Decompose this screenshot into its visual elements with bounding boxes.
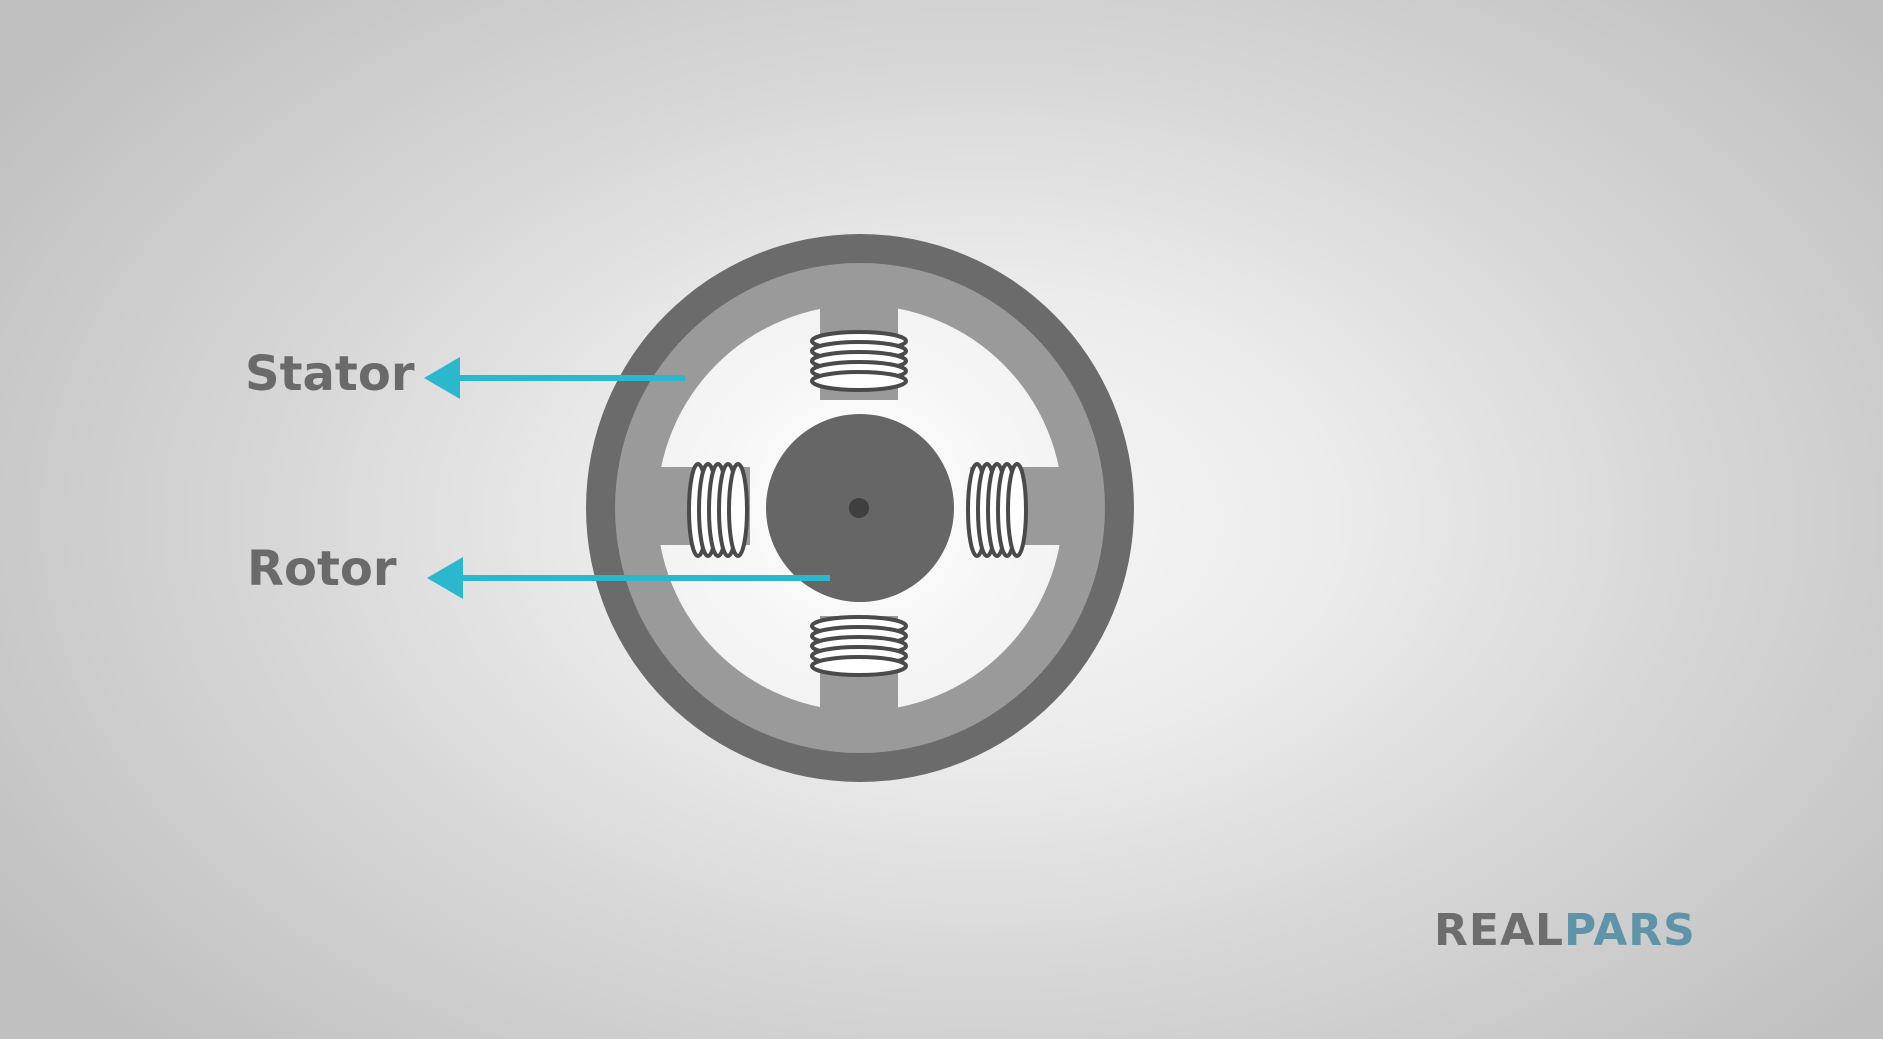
coil-right-turn — [1006, 462, 1028, 558]
realpars-logo: REALPARS — [1434, 909, 1696, 953]
rotor-shaft — [849, 498, 869, 518]
rotor-arrow — [427, 557, 830, 599]
rotor-arrow-head — [427, 557, 463, 599]
stator-arrow — [424, 357, 685, 399]
logo-part-pars: PARS — [1564, 905, 1696, 956]
coil-left-turn — [727, 462, 749, 558]
rotor-label: Rotor — [247, 541, 397, 597]
logo-part-real: REAL — [1434, 905, 1565, 956]
stator-label: Stator — [245, 346, 415, 402]
coils — [687, 330, 1028, 677]
stator-arrow-head — [424, 357, 460, 399]
coil-top-turn — [810, 370, 908, 392]
coil-bottom-turn — [810, 655, 908, 677]
